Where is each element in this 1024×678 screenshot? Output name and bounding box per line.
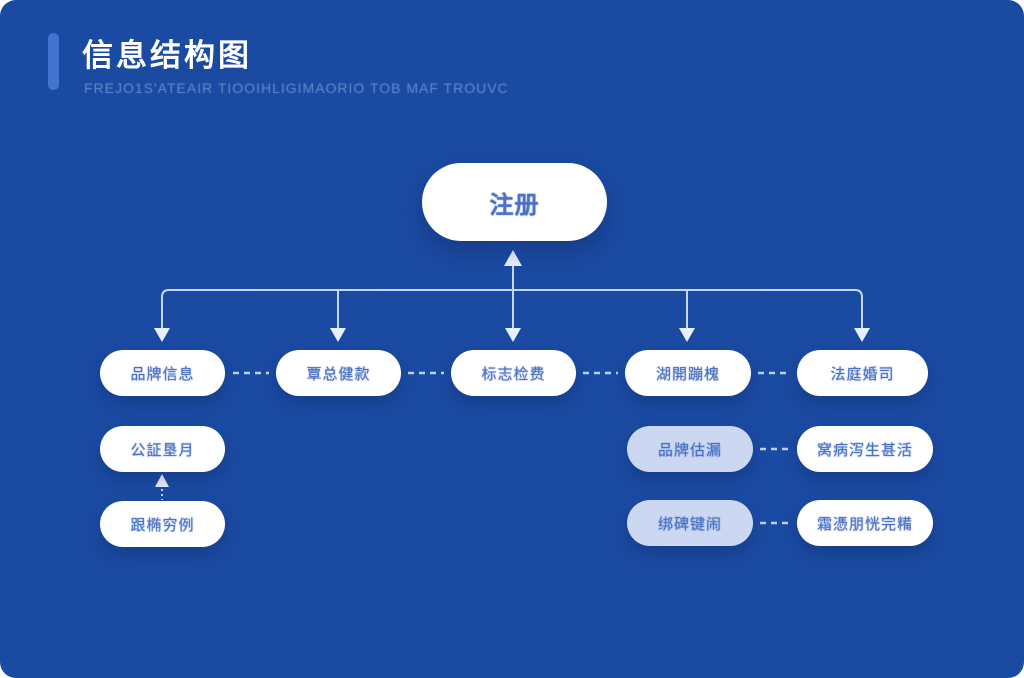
node-row1-2: 覃总健款 [276, 350, 401, 396]
node-row1-1: 品牌信息 [100, 350, 225, 396]
node-row1-4: 湖開蹦槐 [625, 350, 751, 396]
page-title: 信息结构图 [82, 38, 252, 73]
node-row1-4-label: 湖開蹦槐 [655, 365, 720, 383]
node-row1-2-label: 覃总健款 [306, 365, 371, 383]
node-left-3: 跟椭穷例 [100, 501, 225, 547]
node-row1-3-label: 标志检费 [481, 365, 546, 383]
node-row1-5: 法庭婚司 [797, 350, 928, 396]
node-register-label: 注册 [489, 191, 540, 219]
title-accent-bar [48, 33, 59, 90]
node-left-3-label: 跟椭穷例 [130, 516, 195, 534]
node-right-row3-left-label: 绑碑键闹 [657, 515, 722, 533]
node-right-row2-left-label: 品牌估漏 [657, 441, 722, 459]
node-left-2-label: 公証垦月 [130, 441, 195, 459]
node-right-row2-right-label: 窝病泻生甚活 [816, 441, 913, 459]
node-right-row3-right-label: 霜憑朋恍完糒 [816, 515, 913, 533]
node-row1-3: 标志检费 [451, 350, 576, 396]
node-right-row2-right: 窝病泻生甚活 [797, 426, 933, 472]
page-subtitle: FREJO1S'ATEAIR TIOOIHLIGIMAORIO TOB MAF … [84, 80, 509, 96]
node-row1-1-label: 品牌信息 [130, 365, 195, 383]
node-right-row3-left: 绑碑键闹 [627, 500, 753, 546]
node-right-row3-right: 霜憑朋恍完糒 [797, 500, 933, 546]
node-register: 注册 [422, 163, 607, 241]
node-right-row2-left: 品牌估漏 [627, 426, 753, 472]
node-left-2: 公証垦月 [100, 426, 225, 472]
node-row1-5-label: 法庭婚司 [830, 365, 895, 383]
